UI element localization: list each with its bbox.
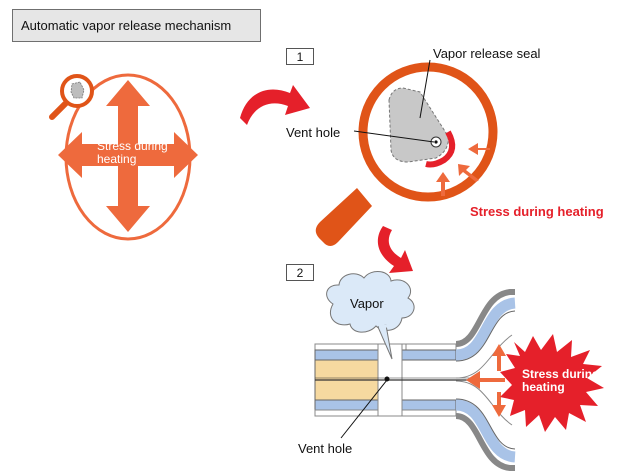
stress-label-step1: Stress during heating <box>470 204 604 219</box>
stress-label-step2: Stress during heating <box>522 367 600 394</box>
stress-starburst <box>500 334 604 432</box>
stress-label-overview: Stress during heating <box>97 139 168 166</box>
stress-arrows-step1 <box>436 143 490 196</box>
magnifier-step1 <box>315 59 498 246</box>
cross-section-step2 <box>314 289 604 471</box>
step-2-badge: 2 <box>286 264 314 281</box>
diagram-title: Automatic vapor release mechanism <box>12 9 261 42</box>
magnifier-handle <box>315 188 372 246</box>
vent-hole-label-step1: Vent hole <box>286 125 341 140</box>
curved-arrow-to-step2 <box>377 226 413 273</box>
vapor-label: Vapor <box>350 296 384 311</box>
stress-arrows-step2 <box>466 344 506 417</box>
vent-hole-label-step2: Vent hole <box>298 441 353 456</box>
vapor-release-seal-label: Vapor release seal <box>433 46 541 61</box>
curved-arrow-to-step1 <box>240 85 310 125</box>
small-magnifier-icon <box>49 74 94 120</box>
seal-edge-highlight <box>425 130 456 168</box>
four-way-stress-arrow <box>58 80 198 232</box>
vapor-cloud <box>326 271 415 360</box>
step-1-badge: 1 <box>286 48 314 65</box>
package-overview <box>58 73 198 241</box>
